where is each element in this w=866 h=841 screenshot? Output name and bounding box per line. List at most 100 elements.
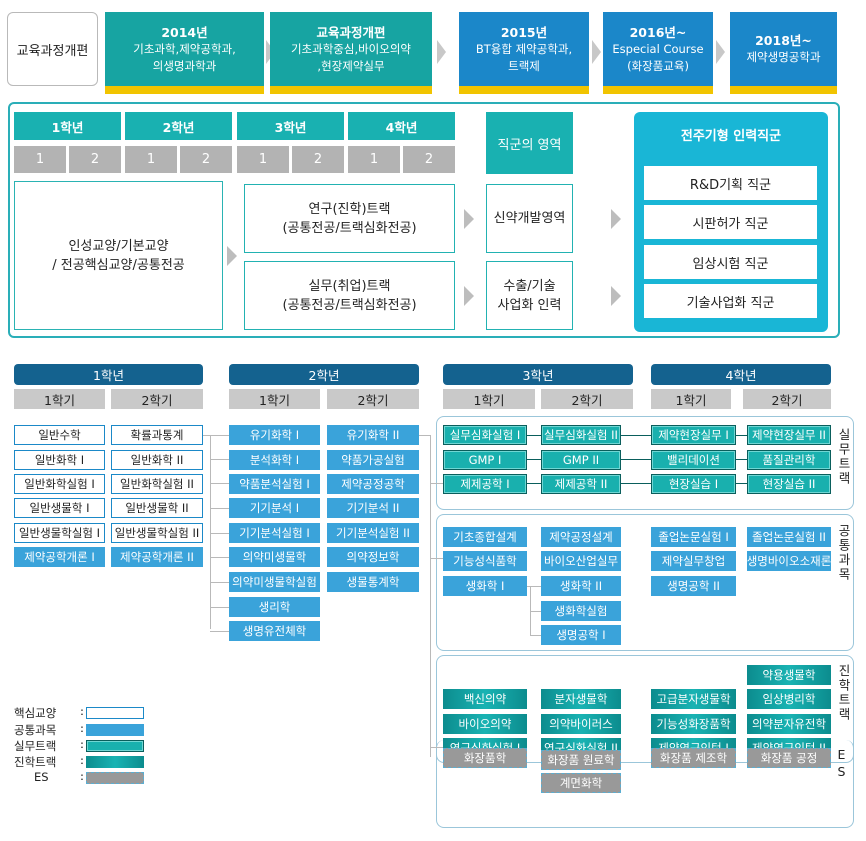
year-header: 4학년 <box>348 112 455 140</box>
legend-swatch <box>86 772 144 784</box>
course-box: 분석화학 I <box>229 450 320 470</box>
legend-label: 진학트랙 <box>14 755 57 769</box>
course-box: 유기화학 I <box>229 425 320 445</box>
history-2015: 2015년 BT융합 제약공학과, 트랙제 <box>459 12 589 86</box>
course-box: 화장품학 <box>443 748 527 768</box>
legend: 핵심교양 : 공통과목 : 실무트랙 : 진학트랙 : ES : <box>14 705 148 787</box>
history-bar <box>105 86 264 94</box>
course-box: 화장품 원료학 <box>541 750 621 770</box>
course-box: 약품가공실험 <box>327 450 419 470</box>
history-line: 기초과학,제약공학과, <box>133 41 236 56</box>
course-box: 실무심화실험 II <box>541 425 621 445</box>
semester-header: 2학기 <box>327 389 419 409</box>
history-line: 트랙제 <box>508 58 540 73</box>
course-box: GMP I <box>443 450 527 470</box>
course-box: 의약바이러스 <box>541 714 621 734</box>
grade-header: 2학년 <box>229 364 419 385</box>
course-box: 기기분석 I <box>229 498 320 518</box>
history-line: (화장품교육) <box>627 58 689 73</box>
course-box: 확률과통계 <box>111 425 203 445</box>
semester-cell: 1 <box>14 146 66 173</box>
history-line: BT융합 제약공학과, <box>475 41 573 56</box>
research-track-box: 연구(진학)트랙 (공통전공/트랙심화전공) <box>244 184 455 253</box>
semester-header: 1학기 <box>14 389 105 409</box>
history-2014: 2014년 기초과학,제약공학과, 의생명과학과 <box>105 12 264 86</box>
semester-header: 2학기 <box>111 389 203 409</box>
history-line: 기초과학중심,바이오의약 <box>290 41 412 56</box>
course-box: 바이오의약 <box>443 714 527 734</box>
course-box: 제제공학 I <box>443 474 527 494</box>
course-box: 현장실습 I <box>651 474 736 494</box>
course-box: 일반화학실험 I <box>14 474 105 494</box>
side-label-common: 공통과목 <box>836 524 851 582</box>
arrow-icon <box>464 286 474 306</box>
course-box: GMP II <box>541 450 621 470</box>
semester-cell: 2 <box>403 146 455 173</box>
course-box: 일반생물학실험 I <box>14 523 105 543</box>
course-box: 생명바이오소재론 <box>747 551 831 571</box>
legend-label: 핵심교양 <box>14 706 57 720</box>
side-label-practical: 실무트랙 <box>836 428 851 486</box>
course-box: 일반화학 I <box>14 450 105 470</box>
course-box: 유기화학 II <box>327 425 419 445</box>
course-box: 제약실무창업 <box>651 551 736 571</box>
domain-line: 수출/기술 <box>503 278 556 294</box>
history-title: 2016년~ <box>629 24 687 40</box>
history-title: 교육과정개편 <box>316 24 386 40</box>
job-item: 기술사업화 직군 <box>644 284 817 318</box>
grade-header: 3학년 <box>443 364 633 385</box>
course-box: 생화학 I <box>443 576 527 596</box>
course-box: 졸업논문실험 I <box>651 527 736 547</box>
history-title: 2014년 <box>161 24 208 40</box>
course-box: 생화학 II <box>541 576 621 596</box>
history-title: 2018년~ <box>755 33 812 48</box>
semester-header: 2학기 <box>743 389 831 409</box>
course-box: 제약공정공학 <box>327 474 419 494</box>
course-box: 졸업논문실험 II <box>747 527 831 547</box>
course-box: 바이오산업실무 <box>541 551 621 571</box>
advance-track-group <box>436 655 854 763</box>
course-box: 제제공학 II <box>541 474 621 494</box>
semester-cell: 1 <box>348 146 400 173</box>
course-box: 제약공학개론 I <box>14 547 105 567</box>
legend-swatch <box>86 724 144 736</box>
semester-cell: 2 <box>180 146 232 173</box>
domain-line: 사업화 인력 <box>497 297 562 313</box>
track-subtitle: (공통전공/트랙심화전공) <box>282 220 417 236</box>
side-label-es: ES <box>834 747 849 781</box>
history-line: Especial Course <box>612 41 704 56</box>
course-box: 밸리데이션 <box>651 450 736 470</box>
track-subtitle: (공통전공/트랙심화전공) <box>282 297 417 313</box>
grade-header: 4학년 <box>651 364 831 385</box>
semester-cell: 1 <box>125 146 177 173</box>
grade-header: 1학년 <box>14 364 203 385</box>
course-box: 일반생물학 I <box>14 498 105 518</box>
course-box: 생명공학 I <box>541 625 621 645</box>
semester-header: 1학기 <box>229 389 320 409</box>
jobs-title: 전주기형 인력직군 <box>680 128 782 144</box>
domain-title: 직군의 영역 <box>486 112 573 174</box>
course-box: 일반생물학실험 II <box>111 523 203 543</box>
semester-cell: 2 <box>69 146 121 173</box>
course-box: 분자생물학 <box>541 689 621 709</box>
course-box: 의약미생물학실험 <box>229 572 320 592</box>
course-box: 제약현장실무 II <box>747 425 831 445</box>
job-item: 임상시험 직군 <box>644 245 817 279</box>
course-box: 현장실습 II <box>747 474 831 494</box>
domain-box: 수출/기술 사업화 인력 <box>486 261 573 330</box>
liberal-arts-box: 인성교양/기본교양 / 전공핵심교양/공통전공 <box>14 181 223 330</box>
course-box: 기기분석실험 I <box>229 523 320 543</box>
history-2016: 2016년~ Especial Course (화장품교육) <box>603 12 713 86</box>
course-box: 생물통계학 <box>327 572 419 592</box>
history-line: 의생명과학과 <box>152 58 217 73</box>
legend-swatch <box>86 707 144 719</box>
semester-cell: 1 <box>237 146 289 173</box>
course-box: 기능성식품학 <box>443 551 527 571</box>
course-box: 생명공학 II <box>651 576 736 596</box>
arrow-icon <box>437 40 446 64</box>
course-box: 의약분자유전학 <box>747 714 831 734</box>
course-box: 고급분자생물학 <box>651 689 736 709</box>
course-box: 품질관리학 <box>747 450 831 470</box>
domain-line: 신약개발영역 <box>493 211 566 226</box>
course-box: 기기분석 II <box>327 498 419 518</box>
